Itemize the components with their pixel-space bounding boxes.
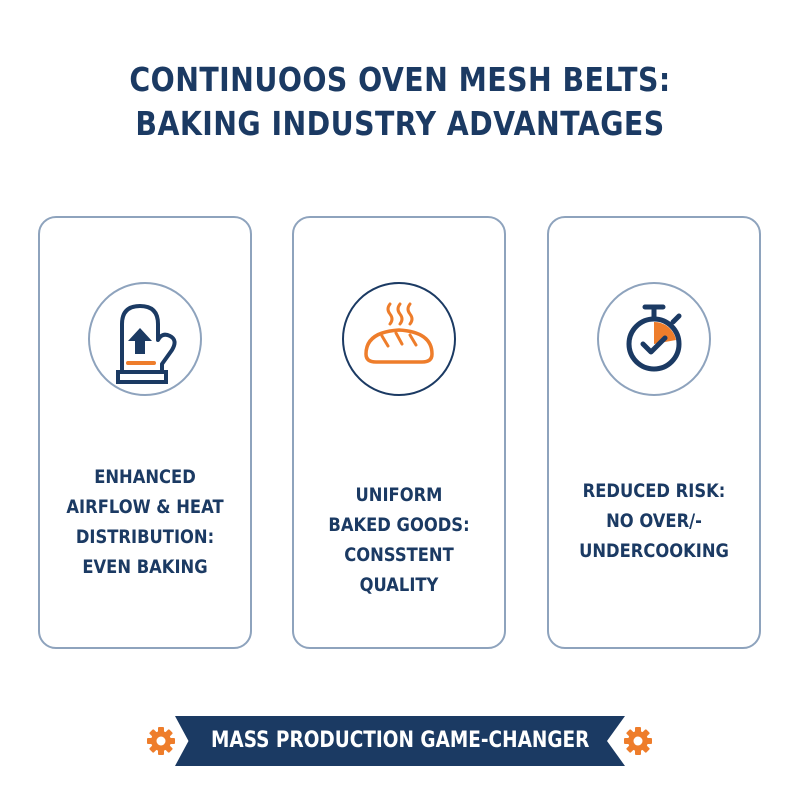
gear-icon xyxy=(624,727,652,755)
title-line-2: BAKING INDUSTRY ADVANTAGES xyxy=(135,104,665,143)
banner-label: MASS PRODUCTION GAME-CHANGER xyxy=(211,728,590,753)
card-uniform: UNIFORM BAKED GOODS: CONSSTENT QUALITY xyxy=(292,216,506,649)
stopwatch-check-icon xyxy=(626,304,682,372)
icon-circle xyxy=(88,282,202,396)
card-airflow: ENHANCED AIRFLOW & HEAT DISTRIBUTION: EV… xyxy=(38,216,252,649)
page-title: CONTINUOOS OVEN MESH BELTS: BAKING INDUS… xyxy=(56,58,744,146)
title-line-1: CONTINUOOS OVEN MESH BELTS: xyxy=(129,60,671,99)
card-risk: REDUCED RISK: NO OVER/- UNDERCOOKING xyxy=(547,216,761,649)
card-text: ENHANCED AIRFLOW & HEAT DISTRIBUTION: EV… xyxy=(66,466,224,578)
card-text: UNIFORM BAKED GOODS: CONSSTENT QUALITY xyxy=(328,484,470,596)
gear-icon xyxy=(147,727,175,755)
oven-mitt-arrow-up-icon xyxy=(116,304,177,384)
icon-circle xyxy=(342,282,456,396)
banner: MASS PRODUCTION GAME-CHANGER xyxy=(140,712,660,770)
steaming-bread-icon xyxy=(364,302,434,364)
card-text: REDUCED RISK: NO OVER/- UNDERCOOKING xyxy=(579,480,729,562)
banner-ribbon xyxy=(175,716,625,766)
icon-circle xyxy=(597,282,711,396)
